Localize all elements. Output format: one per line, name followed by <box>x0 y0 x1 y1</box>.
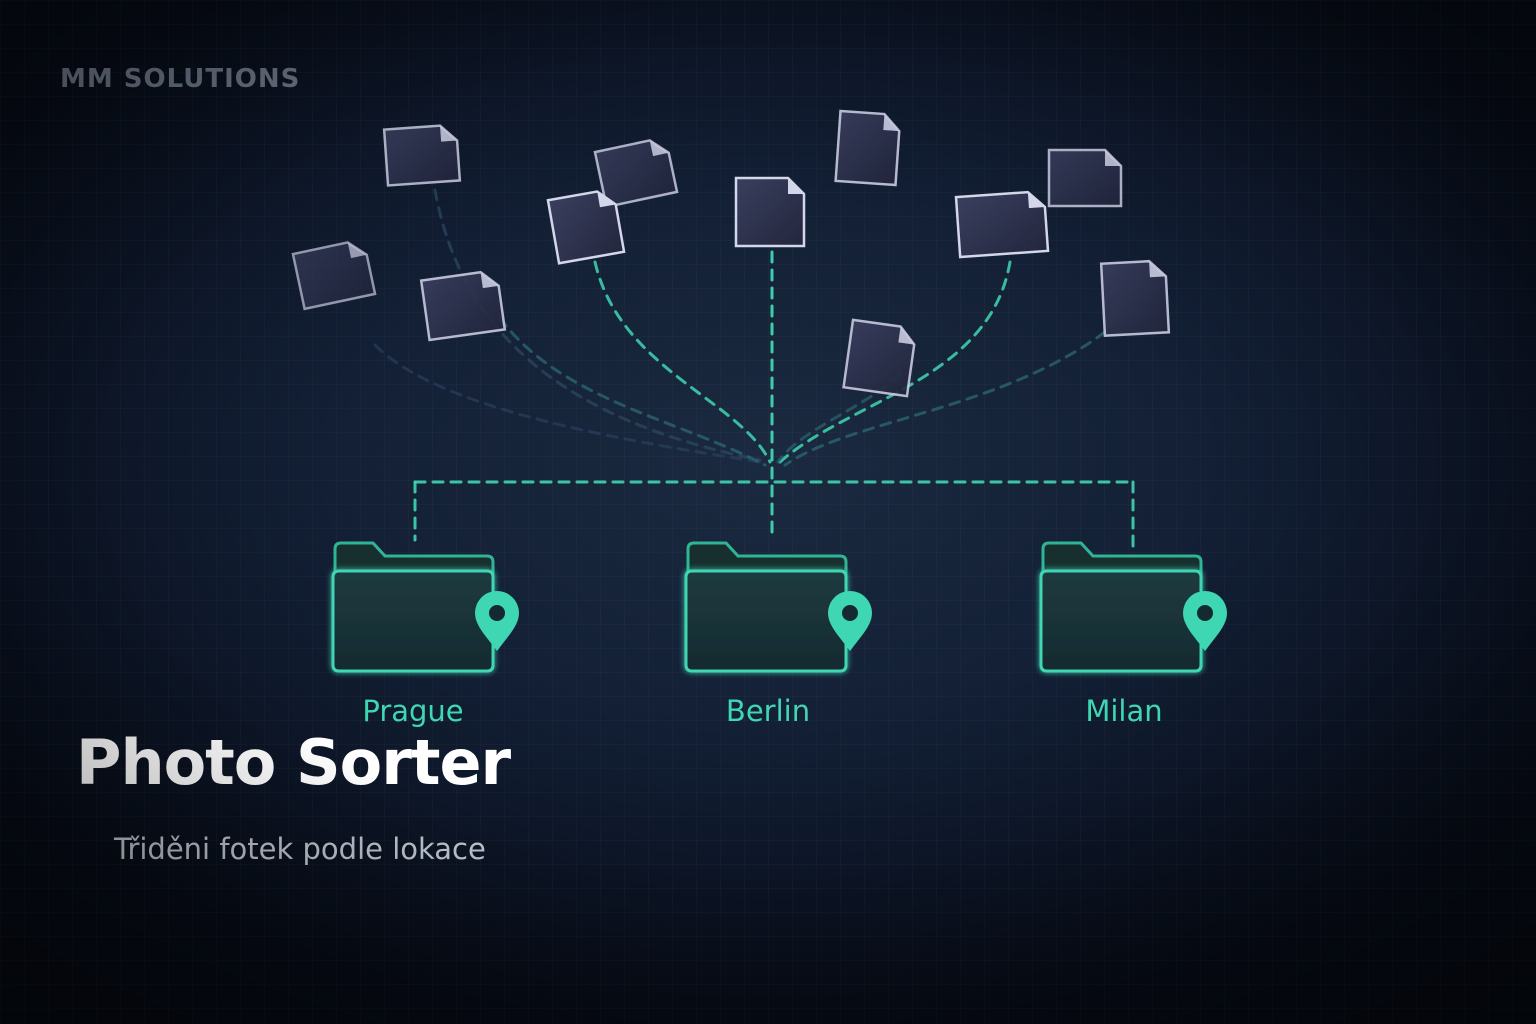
file-icon <box>419 270 507 342</box>
file-icon <box>734 176 806 248</box>
file-icon <box>842 318 916 398</box>
file-icon <box>954 190 1050 259</box>
folder-label-milan: Milan <box>1085 694 1163 728</box>
page-title: Photo Sorter <box>76 726 511 799</box>
connector-line <box>593 260 772 464</box>
file-icons <box>291 109 1171 398</box>
file-icon <box>834 109 901 187</box>
connector-line <box>783 330 1107 467</box>
folder-prague <box>331 541 519 673</box>
file-icon <box>291 241 377 311</box>
brand-logo-text: MM SOLUTIONS <box>60 64 301 94</box>
folder-label-berlin: Berlin <box>725 694 811 728</box>
file-icon <box>1047 148 1123 208</box>
file-icon <box>593 139 679 209</box>
folder-milan <box>1039 541 1227 673</box>
file-icon <box>1099 259 1171 337</box>
file-icon <box>382 124 462 187</box>
folder-berlin <box>684 541 872 673</box>
connector-line <box>498 316 767 467</box>
page-subtitle: Třiděni fotek podle lokace <box>114 832 486 866</box>
folder-label-prague: Prague <box>362 694 464 728</box>
connector-line <box>373 343 762 464</box>
